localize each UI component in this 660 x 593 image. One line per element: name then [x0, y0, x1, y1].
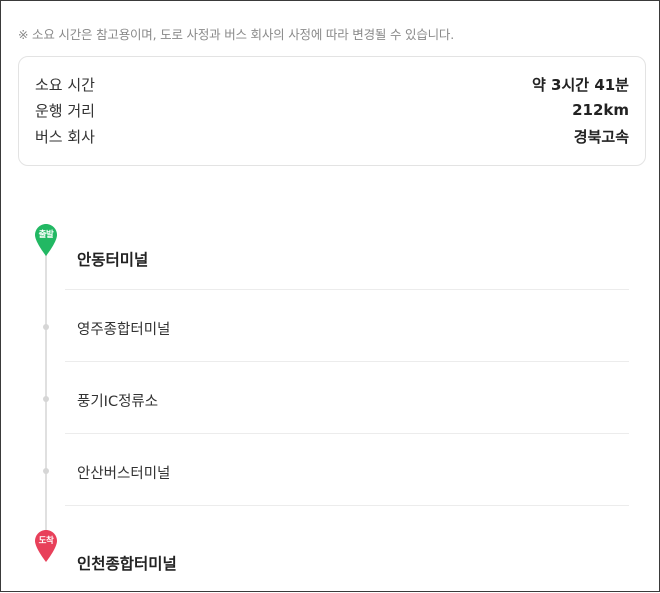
- distance-value: 212km: [572, 101, 629, 119]
- route-line: [45, 251, 47, 539]
- departure-pin-icon: 출발: [34, 223, 58, 257]
- stop-dot-icon: [43, 468, 49, 474]
- info-row-duration: 소요 시간 약 3시간 41분: [35, 72, 629, 96]
- company-value: 경북고속: [573, 127, 629, 146]
- info-row-distance: 운행 거리 212km: [35, 98, 629, 122]
- route-timeline: 출발 안동터미널 영주종합터미널 풍기IC정류소 안산버스터미널 도착: [1, 201, 660, 593]
- divider: [65, 361, 629, 362]
- distance-label: 운행 거리: [35, 101, 95, 120]
- divider: [65, 505, 629, 506]
- stop-dot-icon: [43, 396, 49, 402]
- stop-name: 영주종합터미널: [77, 322, 171, 338]
- company-label: 버스 회사: [35, 127, 95, 146]
- stop-name: 풍기IC정류소: [77, 394, 159, 410]
- stop-name: 안산버스터미널: [77, 466, 171, 482]
- divider: [65, 289, 629, 290]
- divider: [65, 433, 629, 434]
- duration-value: 약 3시간 41분: [532, 75, 629, 94]
- trip-info-card: 소요 시간 약 3시간 41분 운행 거리 212km 버스 회사 경북고속: [18, 56, 646, 166]
- info-row-company: 버스 회사 경북고속: [35, 124, 629, 148]
- travel-time-notice: ※ 소요 시간은 참고용이며, 도로 사정과 버스 회사의 사정에 따라 변경될…: [18, 27, 455, 42]
- departure-stop-name: 안동터미널: [77, 251, 149, 269]
- duration-label: 소요 시간: [35, 75, 95, 94]
- arrival-pin-icon: 도착: [34, 529, 58, 563]
- arrival-stop-name: 인천종합터미널: [77, 555, 177, 573]
- stop-dot-icon: [43, 324, 49, 330]
- arrival-badge: 도착: [38, 536, 54, 546]
- departure-badge: 출발: [38, 230, 54, 240]
